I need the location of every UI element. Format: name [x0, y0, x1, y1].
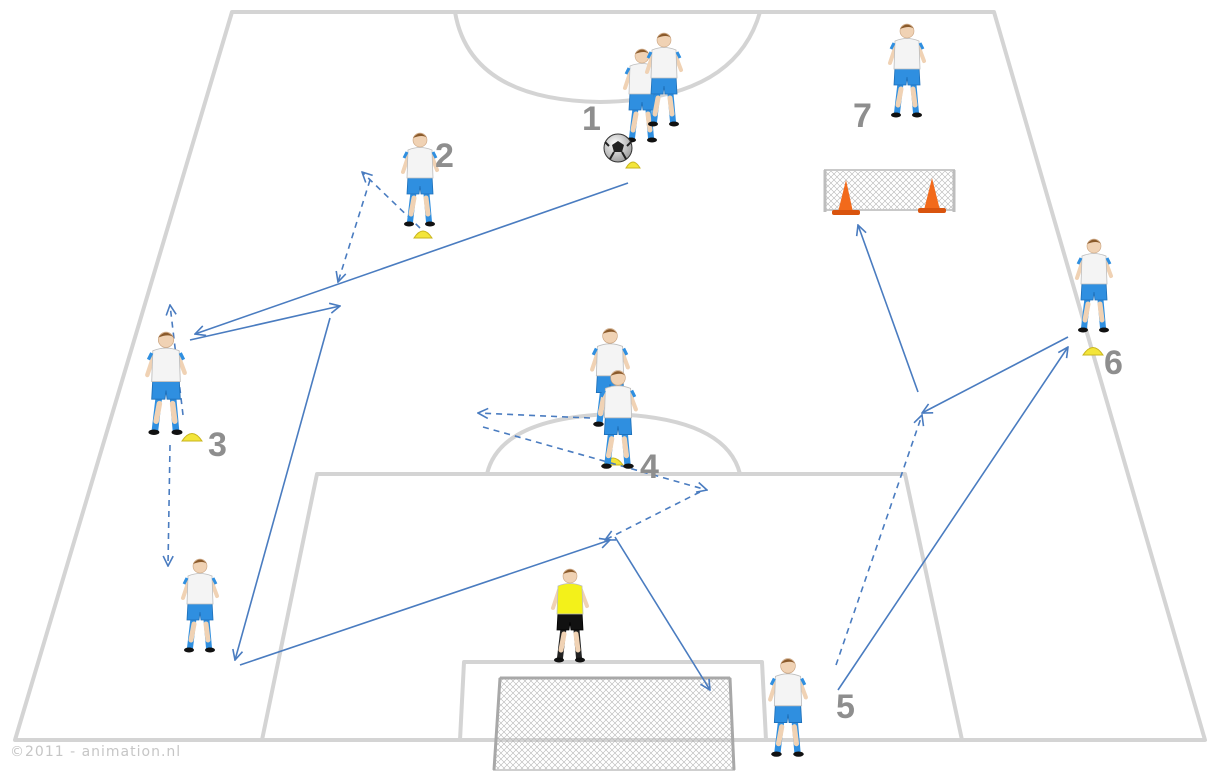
run-4-diagonal: [483, 427, 707, 490]
yellow-marker-icon: [626, 162, 640, 168]
player-3-runner: [183, 559, 217, 653]
player-1b: [647, 33, 681, 127]
goalkeeper: [553, 569, 587, 663]
player-label-2: 2: [435, 137, 454, 175]
pass-6-to-mid: [922, 337, 1068, 413]
player-label-1: 1: [582, 100, 601, 138]
main-goal: [494, 678, 734, 770]
player-label-6: 6: [1104, 344, 1123, 382]
yellow-marker-icon: [182, 434, 202, 442]
player-label-7: 7: [853, 97, 872, 135]
player-2: [403, 133, 437, 227]
pass-5-to-6: [838, 347, 1068, 690]
run-4-back: [605, 492, 700, 540]
player-label-4: 4: [640, 448, 659, 486]
football-icon: [604, 134, 632, 162]
center-circle-arc: [455, 12, 760, 102]
pass-to-small-goal: [858, 225, 918, 392]
player-label-3: 3: [208, 426, 227, 464]
shot-on-goal: [615, 537, 710, 690]
player-6: [1077, 239, 1111, 333]
player-label-5: 5: [836, 688, 855, 726]
run-2-back: [338, 180, 370, 282]
yellow-marker-icon: [414, 231, 432, 238]
player-3: [147, 332, 184, 435]
pass-3-to-run: [190, 306, 340, 340]
run-lines: [168, 172, 922, 665]
yellow-marker-icon: [1083, 348, 1103, 356]
copyright-text: ©2011 - animation.nl: [10, 744, 181, 760]
run-3-down: [168, 445, 170, 566]
player-7: [890, 24, 924, 118]
